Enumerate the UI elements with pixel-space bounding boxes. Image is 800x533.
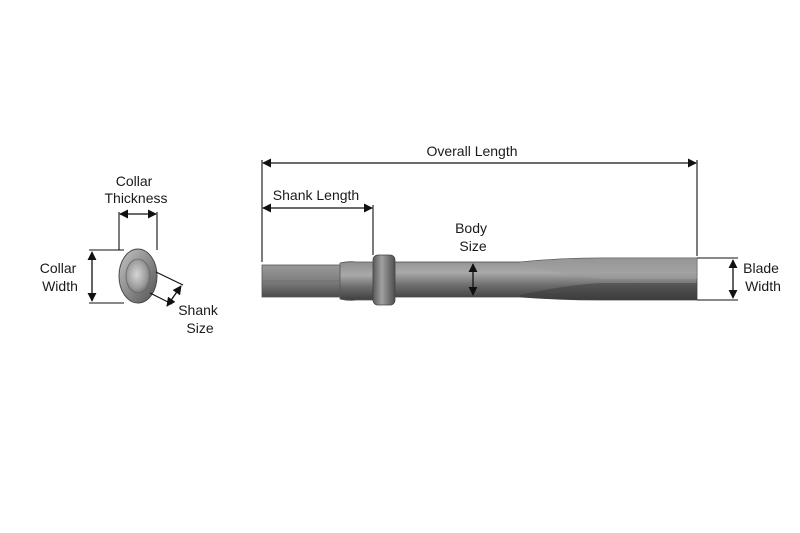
overall-length-label: Overall Length	[426, 143, 517, 159]
blade-bevel	[520, 258, 697, 279]
shank-end-face	[125, 258, 151, 294]
collar-width-label: Collar Width	[40, 260, 80, 294]
chisel-side-view	[261, 254, 698, 306]
collar-thickness-label: Collar Thickness	[104, 173, 167, 206]
shank-size-label: Shank Size	[178, 302, 222, 336]
end-view: Collar Thickness Collar Width Shank Size	[40, 173, 222, 336]
dimension-lines	[261, 158, 738, 301]
blade-width-label: Blade Width	[743, 260, 783, 294]
blade-bevel-lower	[520, 283, 697, 300]
shank-size-leader-top	[155, 271, 184, 286]
shank-size-leader	[149, 292, 173, 305]
body-size-label: Body Size	[455, 220, 491, 254]
shank-neck	[339, 261, 375, 301]
collar	[372, 254, 396, 306]
shank-length-label: Shank Length	[273, 187, 359, 203]
